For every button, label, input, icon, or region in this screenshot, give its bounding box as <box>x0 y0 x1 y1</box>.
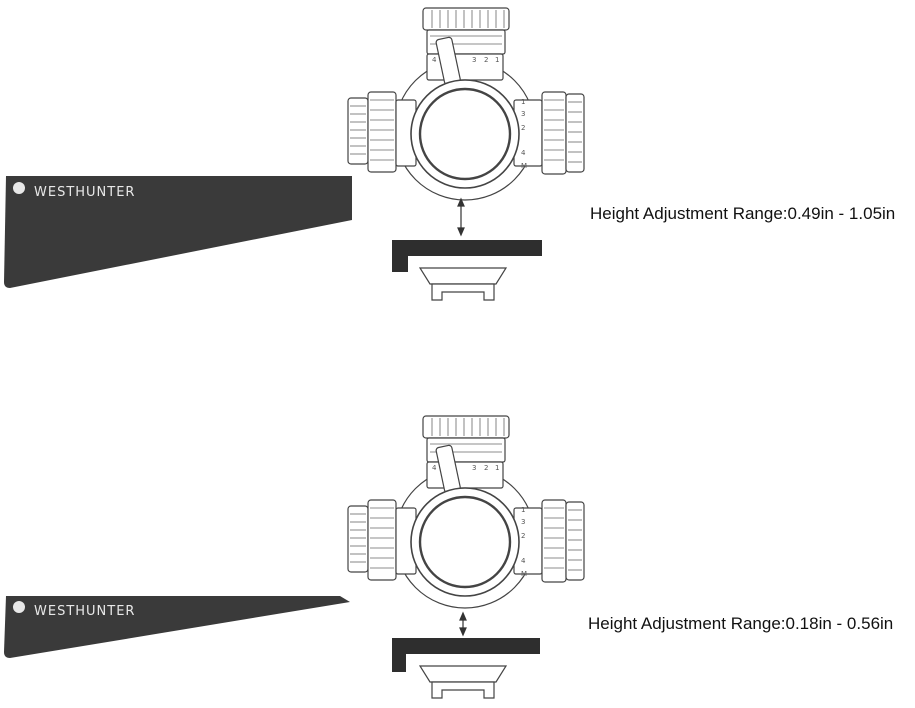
dial-mark: 3 <box>472 464 476 472</box>
diagram-panel-low: WESTHUNTER <box>0 354 915 708</box>
rail-clamp <box>418 267 508 301</box>
mount-bracket <box>392 240 542 272</box>
dial-mark: 2 <box>521 532 525 540</box>
wedge-brand-text: WESTHUNTER <box>34 604 135 619</box>
dial-mark: 1 <box>521 506 525 514</box>
wedge-hole <box>13 182 25 194</box>
height-arrow <box>457 197 465 237</box>
height-range-caption: Height Adjustment Range:0.18in - 0.56in <box>588 614 894 633</box>
mount-bracket <box>392 638 540 672</box>
scope-illustration <box>347 415 585 609</box>
scope-illustration <box>347 7 585 201</box>
diagram-panel-high: WESTHUNTER <box>4 7 896 301</box>
dial-mark: 1 <box>521 98 525 106</box>
rail-clamp <box>418 665 508 699</box>
dial-mark: 2 <box>484 464 488 472</box>
dial-mark: 1 <box>495 464 499 472</box>
dial-mark: M <box>521 570 527 578</box>
dial-mark: 3 <box>472 56 476 64</box>
dial-mark: 4 <box>521 149 526 157</box>
dial-mark: M <box>521 162 527 170</box>
dial-mark: 2 <box>521 124 525 132</box>
dial-mark: 4 <box>521 557 526 565</box>
wedge-hole <box>13 601 25 613</box>
dial-mark: 3 <box>521 518 525 526</box>
dial-mark: 4 <box>432 464 437 472</box>
wedge-tool <box>4 176 352 288</box>
diagram-svg-low: WESTHUNTER <box>4 415 585 699</box>
dial-mark: 1 <box>495 56 499 64</box>
wedge-brand-text: WESTHUNTER <box>34 185 135 200</box>
dial-mark: 3 <box>521 110 525 118</box>
wedge-tool <box>4 596 350 658</box>
dial-mark: 2 <box>484 56 488 64</box>
dial-mark: 4 <box>432 56 437 64</box>
height-range-caption: Height Adjustment Range:0.49in - 1.05in <box>590 204 896 223</box>
diagram-svg-high: WESTHUNTER <box>4 7 585 301</box>
height-arrow <box>459 611 467 637</box>
